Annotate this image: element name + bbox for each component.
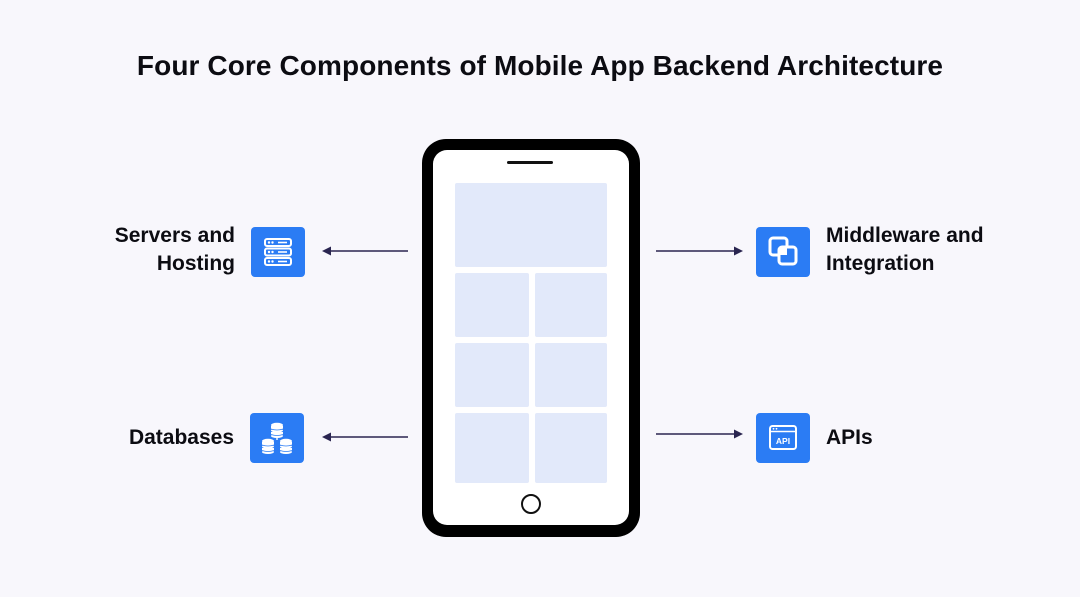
middleware-integration-line1: Middleware and <box>826 224 984 247</box>
database-icon <box>250 413 304 463</box>
arrow-to-apis <box>656 429 743 439</box>
api-icon-text: API <box>776 436 790 446</box>
diagram-title: Four Core Components of Mobile App Backe… <box>136 50 944 81</box>
apis-label: APIs <box>826 426 873 449</box>
servers-hosting-line2: Hosting <box>156 252 235 275</box>
screen-grid-tile <box>455 273 529 337</box>
servers-hosting-label: Servers and Hosting <box>40 222 235 278</box>
phone-speaker <box>507 161 553 164</box>
arrow-to-databases <box>322 432 408 442</box>
screen-banner-tile <box>455 183 607 267</box>
servers-hosting-line1: Servers and <box>114 224 235 247</box>
screen-grid-tile <box>455 413 529 483</box>
api-icon: API <box>756 413 810 463</box>
databases-label: Databases <box>128 426 234 449</box>
integration-icon <box>756 227 810 277</box>
arrow-to-middleware <box>656 246 743 256</box>
middleware-integration-line2: Integration <box>826 252 935 275</box>
screen-grid-tile <box>535 273 607 337</box>
phone-home-button <box>521 494 541 514</box>
screen-grid-tile <box>535 343 607 407</box>
screen-grid-tile <box>535 413 607 483</box>
middleware-integration-label: Middleware and Integration <box>826 222 1026 278</box>
arrow-to-servers <box>322 246 408 256</box>
server-icon <box>251 227 305 277</box>
screen-grid-tile <box>455 343 529 407</box>
